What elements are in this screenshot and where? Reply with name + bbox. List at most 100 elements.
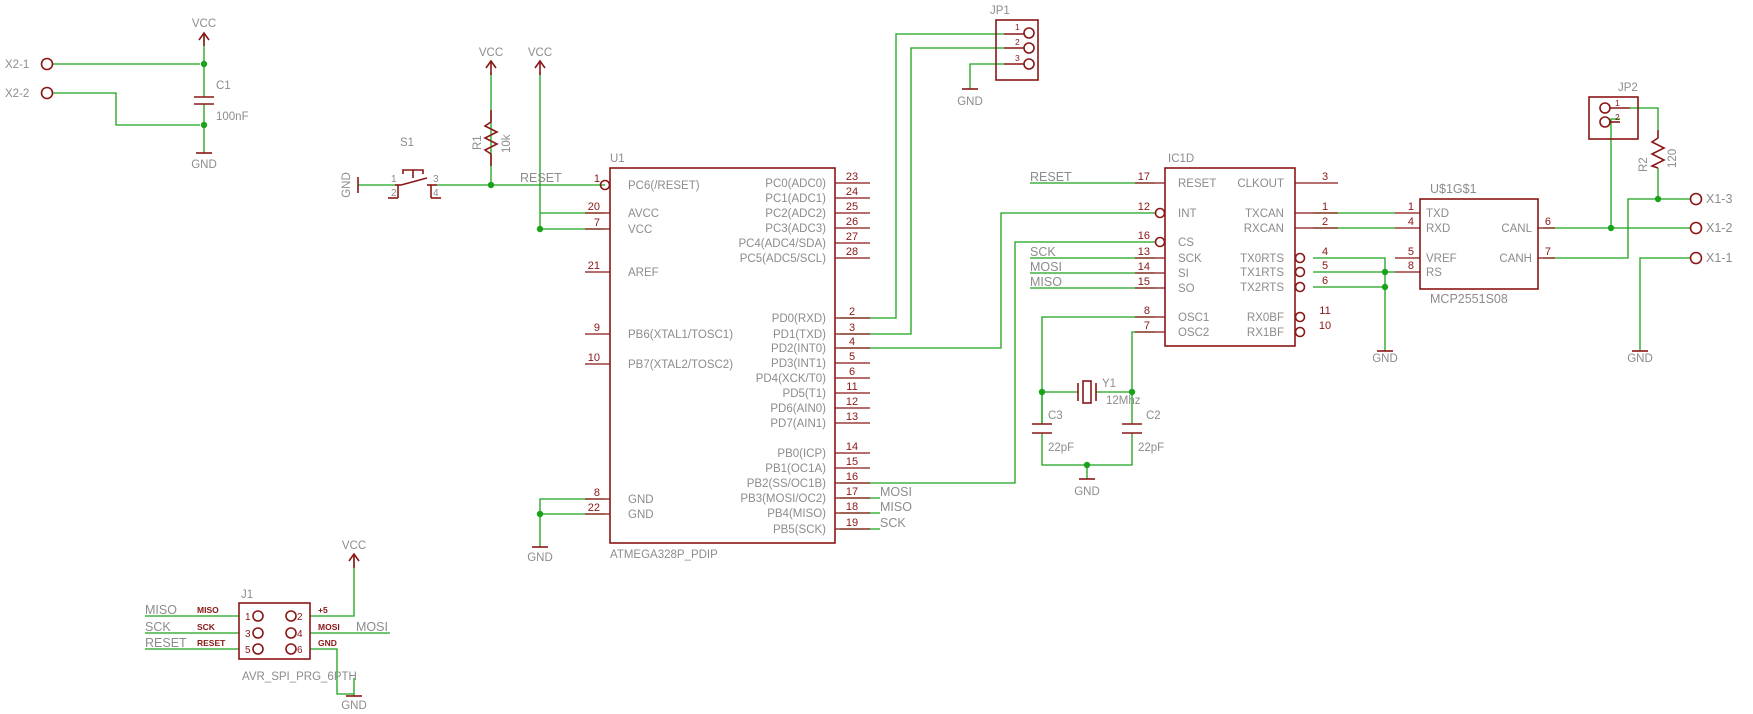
gnd-label: GND	[191, 159, 217, 171]
ic1-pin-label: TX1RTS	[1240, 267, 1284, 279]
s1-pin1: 1	[391, 174, 397, 185]
u1-pin-label: PB3(MOSI/OC2)	[740, 493, 826, 505]
u1-pin-number: 25	[846, 201, 858, 213]
ic1-pin-number: 1	[1322, 201, 1328, 213]
u1-pin-number: 5	[849, 351, 855, 363]
y1-name: Y1	[1102, 378, 1116, 390]
mcp-pin-number: 5	[1408, 246, 1414, 258]
j1-pin-label-5v: +5	[318, 605, 328, 615]
ic1-pin-number: 4	[1322, 246, 1328, 258]
j1-name: J1	[241, 589, 253, 601]
ic1-pin-number: 14	[1138, 261, 1150, 273]
u1-pin-number: 10	[588, 352, 600, 364]
vcc-label: VCC	[342, 540, 366, 552]
jp1-name: JP1	[990, 5, 1010, 17]
u1-pin-label: PB2(SS/OC1B)	[747, 478, 826, 490]
u1-pin-number: 19	[846, 517, 858, 529]
connector-x2-2-label: X2-2	[5, 88, 29, 100]
u1-pin-label: PD4(XCK/T0)	[756, 373, 826, 385]
ic1-pin-label: CS	[1178, 237, 1194, 249]
u1-pin-number: 2	[849, 306, 855, 318]
u1-pin-number: 28	[846, 246, 858, 258]
ic1-pin-label: RXCAN	[1244, 223, 1284, 235]
u1-pin-number: 17	[846, 486, 858, 498]
s1-pin4: 4	[433, 188, 439, 199]
u1-pin-label: PB4(MISO)	[767, 508, 826, 520]
u1-pin-label: GND	[628, 509, 654, 521]
gnd-label: GND	[341, 172, 353, 198]
u1-pins-left: 1PC6(/RESET)20AVCC7VCC21AREF9PB6(XTAL1/T…	[588, 173, 733, 521]
u1-pin-number: 22	[588, 502, 600, 514]
ic1-pin-number: 15	[1138, 276, 1150, 288]
u1-pin-label: PD0(RXD)	[772, 313, 826, 325]
mcp-pin-number: 6	[1545, 216, 1551, 228]
u1-pin-label: PD6(AIN0)	[770, 403, 826, 415]
gnd-label: GND	[341, 700, 367, 712]
ic1-pin-label: INT	[1178, 208, 1197, 220]
u1-pin-number: 13	[846, 411, 858, 423]
u1-pin-label: AREF	[628, 267, 659, 279]
s1-pin3: 3	[433, 174, 439, 185]
u1-pin-number: 8	[594, 487, 600, 499]
connector-x1-3-label: X1-3	[1706, 192, 1732, 206]
u1-pin-number: 7	[594, 217, 600, 229]
net-reset-label: RESET	[145, 636, 187, 650]
net-miso-label: MISO	[880, 500, 912, 514]
j1-pin-num: 5	[245, 645, 251, 656]
u1-pin-label: PC1(ADC1)	[765, 193, 826, 205]
jp2-pin-1: 1	[1615, 98, 1620, 108]
u1-pins-right: 23PC0(ADC0)24PC1(ADC1)25PC2(ADC2)26PC3(A…	[738, 171, 858, 536]
u1-pin-number: 15	[846, 456, 858, 468]
mcp-name: U$1G$1	[1430, 182, 1477, 196]
net-sck-label: SCK	[880, 516, 906, 530]
ic1-pin-label: SI	[1178, 268, 1189, 280]
u1-pin-number: 20	[588, 201, 600, 213]
connector-x1-2-label: X1-2	[1706, 221, 1732, 235]
c2-name: C2	[1146, 410, 1161, 422]
ic1-pin-number: 12	[1138, 201, 1150, 213]
ic1-pin-number: 5	[1322, 260, 1328, 272]
u1-pin-number: 16	[846, 471, 858, 483]
y1-value: 12Mhz	[1106, 395, 1141, 407]
r2-name: R2	[1638, 157, 1650, 172]
ic1-pin-label: TX0RTS	[1240, 253, 1284, 265]
jp1-pin-3: 3	[1015, 53, 1020, 63]
net-sck-label: SCK	[145, 620, 171, 634]
ic1-pin-label: OSC2	[1178, 327, 1209, 339]
r1-value: 10k	[501, 134, 513, 153]
j1-pin-label-gnd: GND	[318, 638, 337, 648]
u1-pin-label: PD2(INT0)	[771, 343, 826, 355]
net-mosi-label: MOSI	[1030, 260, 1062, 274]
gnd-label: GND	[1372, 353, 1398, 365]
u1-pin-label: PC0(ADC0)	[765, 178, 826, 190]
mcp-part: MCP2551S08	[1430, 292, 1508, 306]
u1-pin-label: PB6(XTAL1/TOSC1)	[628, 329, 733, 341]
mcp-pin-number: 7	[1545, 246, 1551, 258]
mcp-pin-number: 1	[1408, 201, 1414, 213]
ic1-pin-label: RX0BF	[1247, 312, 1284, 324]
mcp-pin-number: 4	[1408, 216, 1414, 228]
u1-part: ATMEGA328P_PDIP	[610, 549, 718, 561]
ic1-pin-number: 11	[1319, 305, 1330, 317]
u1-pin-label: PD1(TXD)	[773, 329, 826, 341]
u1-pin-label: PC4(ADC4/SDA)	[738, 238, 826, 250]
ic1-pin-label: RX1BF	[1247, 327, 1284, 339]
u1-pin-label: PC3(ADC3)	[765, 223, 826, 235]
u1-pin-number: 27	[846, 231, 858, 243]
ic1-pin-label: RESET	[1178, 178, 1216, 190]
net-miso-label: MISO	[1030, 275, 1062, 289]
u1-pin-label: AVCC	[628, 208, 659, 220]
ic1-pin-number: 10	[1319, 320, 1331, 332]
u1-pin-label: PD3(INT1)	[771, 358, 826, 370]
j1-pin-label-sck: SCK	[197, 622, 216, 632]
gnd-label: GND	[957, 96, 983, 108]
j1-part: AVR_SPI_PRG_6PTH	[242, 671, 357, 683]
c1-name: C1	[216, 80, 231, 92]
ic1-pin-number: 8	[1144, 305, 1150, 317]
symbols	[40, 19, 1703, 697]
mcp-pin-label: CANH	[1499, 253, 1532, 265]
u1-pin-label: PC2(ADC2)	[765, 208, 826, 220]
c3-value: 22pF	[1048, 442, 1074, 454]
